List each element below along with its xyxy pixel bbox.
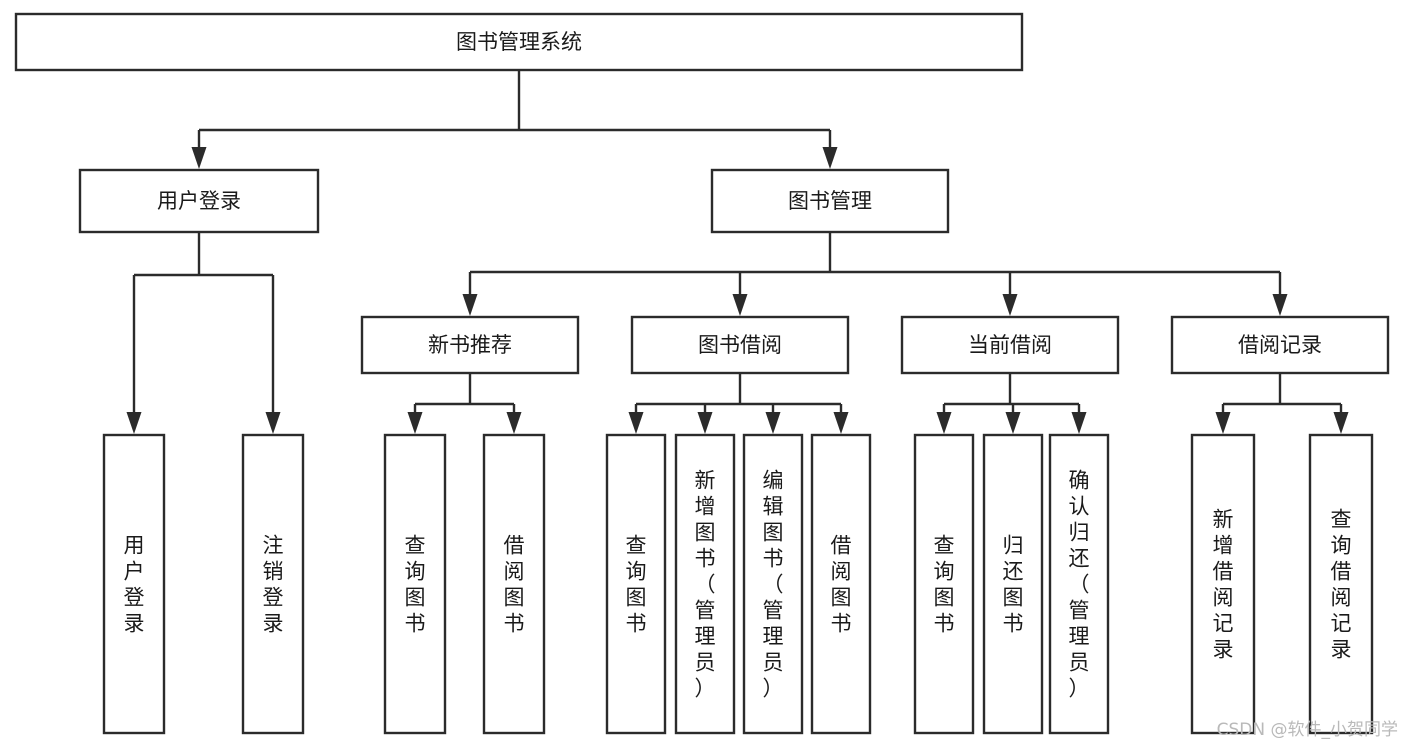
node-label: 借阅图书 [831,533,852,635]
node-label: 编辑图书（管理员） [763,468,784,700]
node-label: 新增图书（管理员） [695,468,716,700]
node-label: 查询图书 [405,533,426,635]
node-n-current[interactable]: 当前借阅 [900,315,1120,375]
node-box-l-logout[interactable] [241,433,305,735]
node-l-user-login[interactable]: 用户登录 [102,433,166,735]
node-label: 图书管理 [788,189,872,213]
node-box-n-new-book[interactable] [360,315,580,375]
node-box-l-add-record[interactable] [1190,433,1256,735]
node-label: 当前借阅 [968,333,1052,357]
node-box-n-current[interactable] [900,315,1120,375]
node-n-user-login[interactable]: 用户登录 [78,168,320,234]
node-box-l-user-login[interactable] [102,433,166,735]
node-box-root[interactable] [14,12,1024,72]
node-label: 图书借阅 [698,333,782,357]
arrow-head-icon [265,412,281,434]
edge-group-root [191,70,838,169]
node-box-n-borrow[interactable] [630,315,850,375]
node-box-n-record[interactable] [1170,315,1390,375]
node-label: 用户登录 [124,533,145,635]
node-label: 借阅记录 [1238,333,1322,357]
node-n-borrow[interactable]: 图书借阅 [630,315,850,375]
arrow-head-icon [1215,412,1231,434]
node-box-l-return-book[interactable] [982,433,1044,735]
node-label: 确认归还（管理员） [1069,468,1090,700]
node-l-query-book-a[interactable]: 查询图书 [383,433,447,735]
node-label: 借阅图书 [504,533,525,635]
node-l-edit-book[interactable]: 编辑图书（管理员） [742,433,804,735]
node-box-l-borrow-book-b[interactable] [810,433,872,735]
node-l-logout[interactable]: 注销登录 [241,433,305,735]
node-label: 归还图书 [1003,533,1024,635]
node-box-l-add-book[interactable] [674,433,736,735]
node-box-l-confirm-return[interactable] [1048,433,1110,735]
node-label: 图书管理系统 [456,30,582,54]
arrow-head-icon [833,412,849,434]
node-label: 注销登录 [263,533,284,635]
arrow-head-icon [765,412,781,434]
node-box-l-query-record[interactable] [1308,433,1374,735]
node-n-book-mgmt[interactable]: 图书管理 [710,168,950,234]
node-box-n-book-mgmt[interactable] [710,168,950,234]
node-l-add-book[interactable]: 新增图书（管理员） [674,433,736,735]
edge-group-n-book-mgmt [462,232,1288,316]
arrow-head-icon [822,147,838,169]
edge-group-n-user-login [126,232,281,434]
edge-group-n-borrow [628,373,849,434]
node-box-l-query-book-a[interactable] [383,433,447,735]
node-box-l-query-book-b[interactable] [605,433,667,735]
arrow-head-icon [1272,294,1288,316]
node-root[interactable]: 图书管理系统 [14,12,1024,72]
connector-layer [126,70,1349,434]
arrow-head-icon [191,147,207,169]
node-label: 查询图书 [934,533,955,635]
node-label: 查询借阅记录 [1331,507,1352,661]
node-l-confirm-return[interactable]: 确认归还（管理员） [1048,433,1110,735]
arrow-head-icon [936,412,952,434]
node-n-record[interactable]: 借阅记录 [1170,315,1390,375]
node-l-add-record[interactable]: 新增借阅记录 [1190,433,1256,735]
arrow-head-icon [1002,294,1018,316]
node-l-return-book[interactable]: 归还图书 [982,433,1044,735]
node-label: 新增借阅记录 [1213,507,1234,661]
arrow-head-icon [407,412,423,434]
node-box-n-user-login[interactable] [78,168,320,234]
node-l-query-book-c[interactable]: 查询图书 [913,433,975,735]
arrow-head-icon [462,294,478,316]
node-box-l-edit-book[interactable] [742,433,804,735]
arrow-head-icon [1071,412,1087,434]
node-box-l-query-book-c[interactable] [913,433,975,735]
node-label: 用户登录 [157,189,241,213]
node-label: 查询图书 [626,533,647,635]
node-label: 新书推荐 [428,333,512,357]
edge-group-n-record [1215,373,1349,434]
arrow-head-icon [126,412,142,434]
node-l-borrow-book-a[interactable]: 借阅图书 [482,433,546,735]
arrow-head-icon [732,294,748,316]
node-layer: 图书管理系统用户登录图书管理新书推荐图书借阅当前借阅借阅记录用户登录注销登录查询… [14,12,1390,735]
arrow-head-icon [1333,412,1349,434]
arrow-head-icon [628,412,644,434]
edge-group-n-current [936,373,1087,434]
node-l-query-book-b[interactable]: 查询图书 [605,433,667,735]
csdn-watermark: CSDN @软件_小贺同学 [1217,720,1398,740]
node-n-new-book[interactable]: 新书推荐 [360,315,580,375]
node-l-query-record[interactable]: 查询借阅记录 [1308,433,1374,735]
node-box-l-borrow-book-a[interactable] [482,433,546,735]
arrow-head-icon [697,412,713,434]
arrow-head-icon [1005,412,1021,434]
edge-group-n-new-book [407,373,522,434]
node-l-borrow-book-b[interactable]: 借阅图书 [810,433,872,735]
arrow-head-icon [506,412,522,434]
